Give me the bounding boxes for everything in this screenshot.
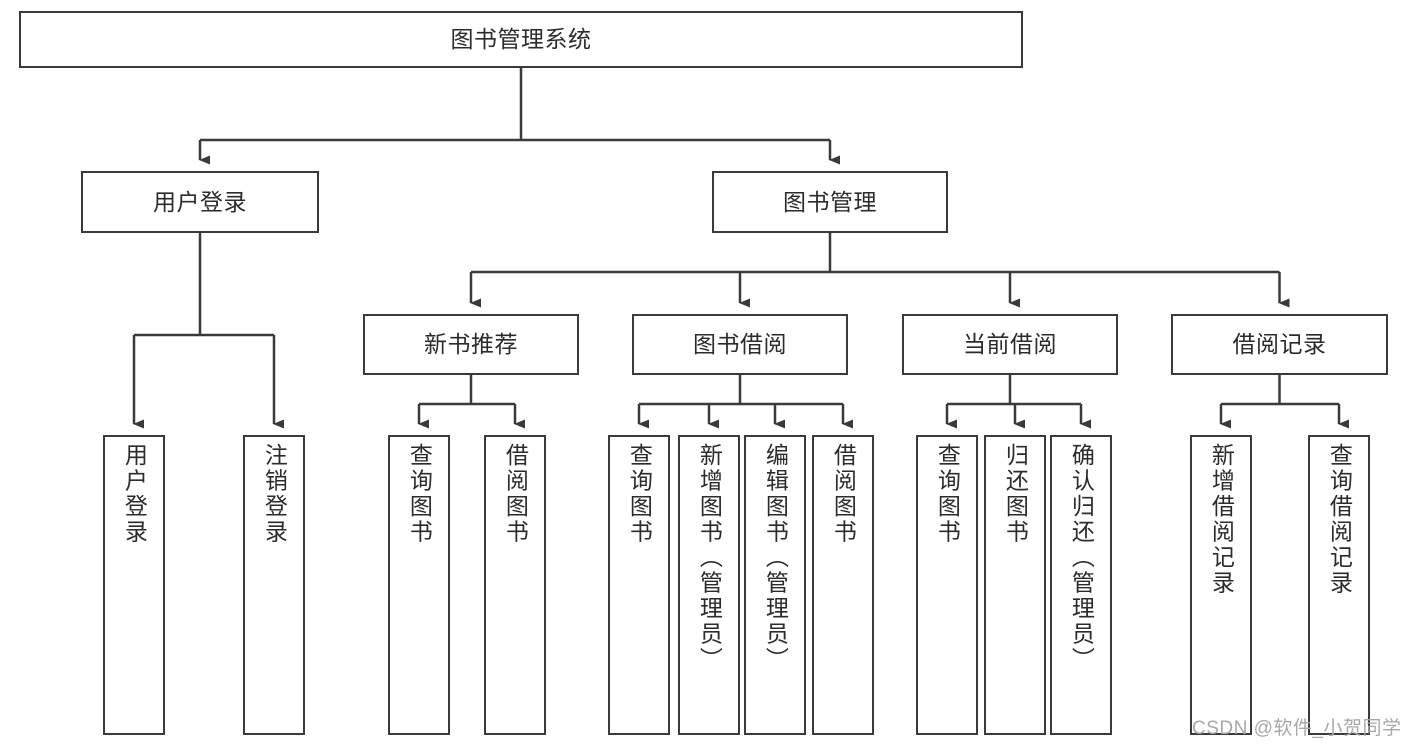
node-leaf-edit-book[interactable]: 编辑图书（管理员）: [744, 435, 806, 735]
node-label: 编辑图书（管理员）: [762, 443, 789, 673]
node-current-borrow[interactable]: 当前借阅: [902, 314, 1118, 375]
node-label: 查询图书: [406, 443, 433, 545]
node-label: 查询图书: [934, 443, 961, 545]
node-label: 借阅图书: [830, 443, 857, 545]
csdn-watermark: CSDN @软件_小贺同学: [1192, 718, 1402, 739]
node-leaf-confirm-return[interactable]: 确认归还（管理员）: [1050, 435, 1112, 735]
node-borrow-record[interactable]: 借阅记录: [1171, 314, 1388, 375]
node-label: 借阅记录: [1232, 331, 1327, 358]
node-label: 新增图书（管理员）: [696, 443, 723, 673]
node-leaf-borrow-book-2[interactable]: 借阅图书: [812, 435, 874, 735]
node-book-borrow[interactable]: 图书借阅: [632, 314, 848, 375]
node-leaf-user-login[interactable]: 用户登录: [103, 435, 165, 735]
node-label: 新增借阅记录: [1208, 443, 1235, 596]
node-leaf-query-book-2[interactable]: 查询图书: [608, 435, 670, 735]
node-label: 查询借阅记录: [1326, 443, 1353, 596]
node-label: 确认归还（管理员）: [1068, 443, 1095, 673]
node-book-manage[interactable]: 图书管理: [712, 171, 948, 233]
node-leaf-user-logout[interactable]: 注销登录: [243, 435, 305, 735]
node-label: 图书管理: [783, 188, 877, 215]
node-label: 图书管理系统: [450, 26, 592, 53]
node-label: 新书推荐: [424, 331, 518, 358]
node-leaf-add-record[interactable]: 新增借阅记录: [1190, 435, 1252, 735]
node-leaf-query-book-3[interactable]: 查询图书: [916, 435, 978, 735]
node-leaf-query-book-1[interactable]: 查询图书: [388, 435, 450, 735]
node-leaf-add-book[interactable]: 新增图书（管理员）: [678, 435, 740, 735]
node-label: 借阅图书: [502, 443, 529, 545]
node-label: 用户登录: [153, 188, 247, 215]
node-label: 图书借阅: [693, 331, 787, 358]
node-label: 用户登录: [121, 443, 148, 545]
node-user-login[interactable]: 用户登录: [81, 171, 319, 233]
node-root[interactable]: 图书管理系统: [19, 11, 1023, 68]
node-label: 注销登录: [261, 443, 288, 545]
node-label: 查询图书: [626, 443, 653, 545]
node-label: 当前借阅: [963, 331, 1057, 358]
node-new-book-rec[interactable]: 新书推荐: [363, 314, 579, 375]
node-leaf-query-record[interactable]: 查询借阅记录: [1308, 435, 1370, 735]
node-leaf-borrow-book-1[interactable]: 借阅图书: [484, 435, 546, 735]
node-leaf-return-book[interactable]: 归还图书: [984, 435, 1046, 735]
node-label: 归还图书: [1002, 443, 1029, 545]
